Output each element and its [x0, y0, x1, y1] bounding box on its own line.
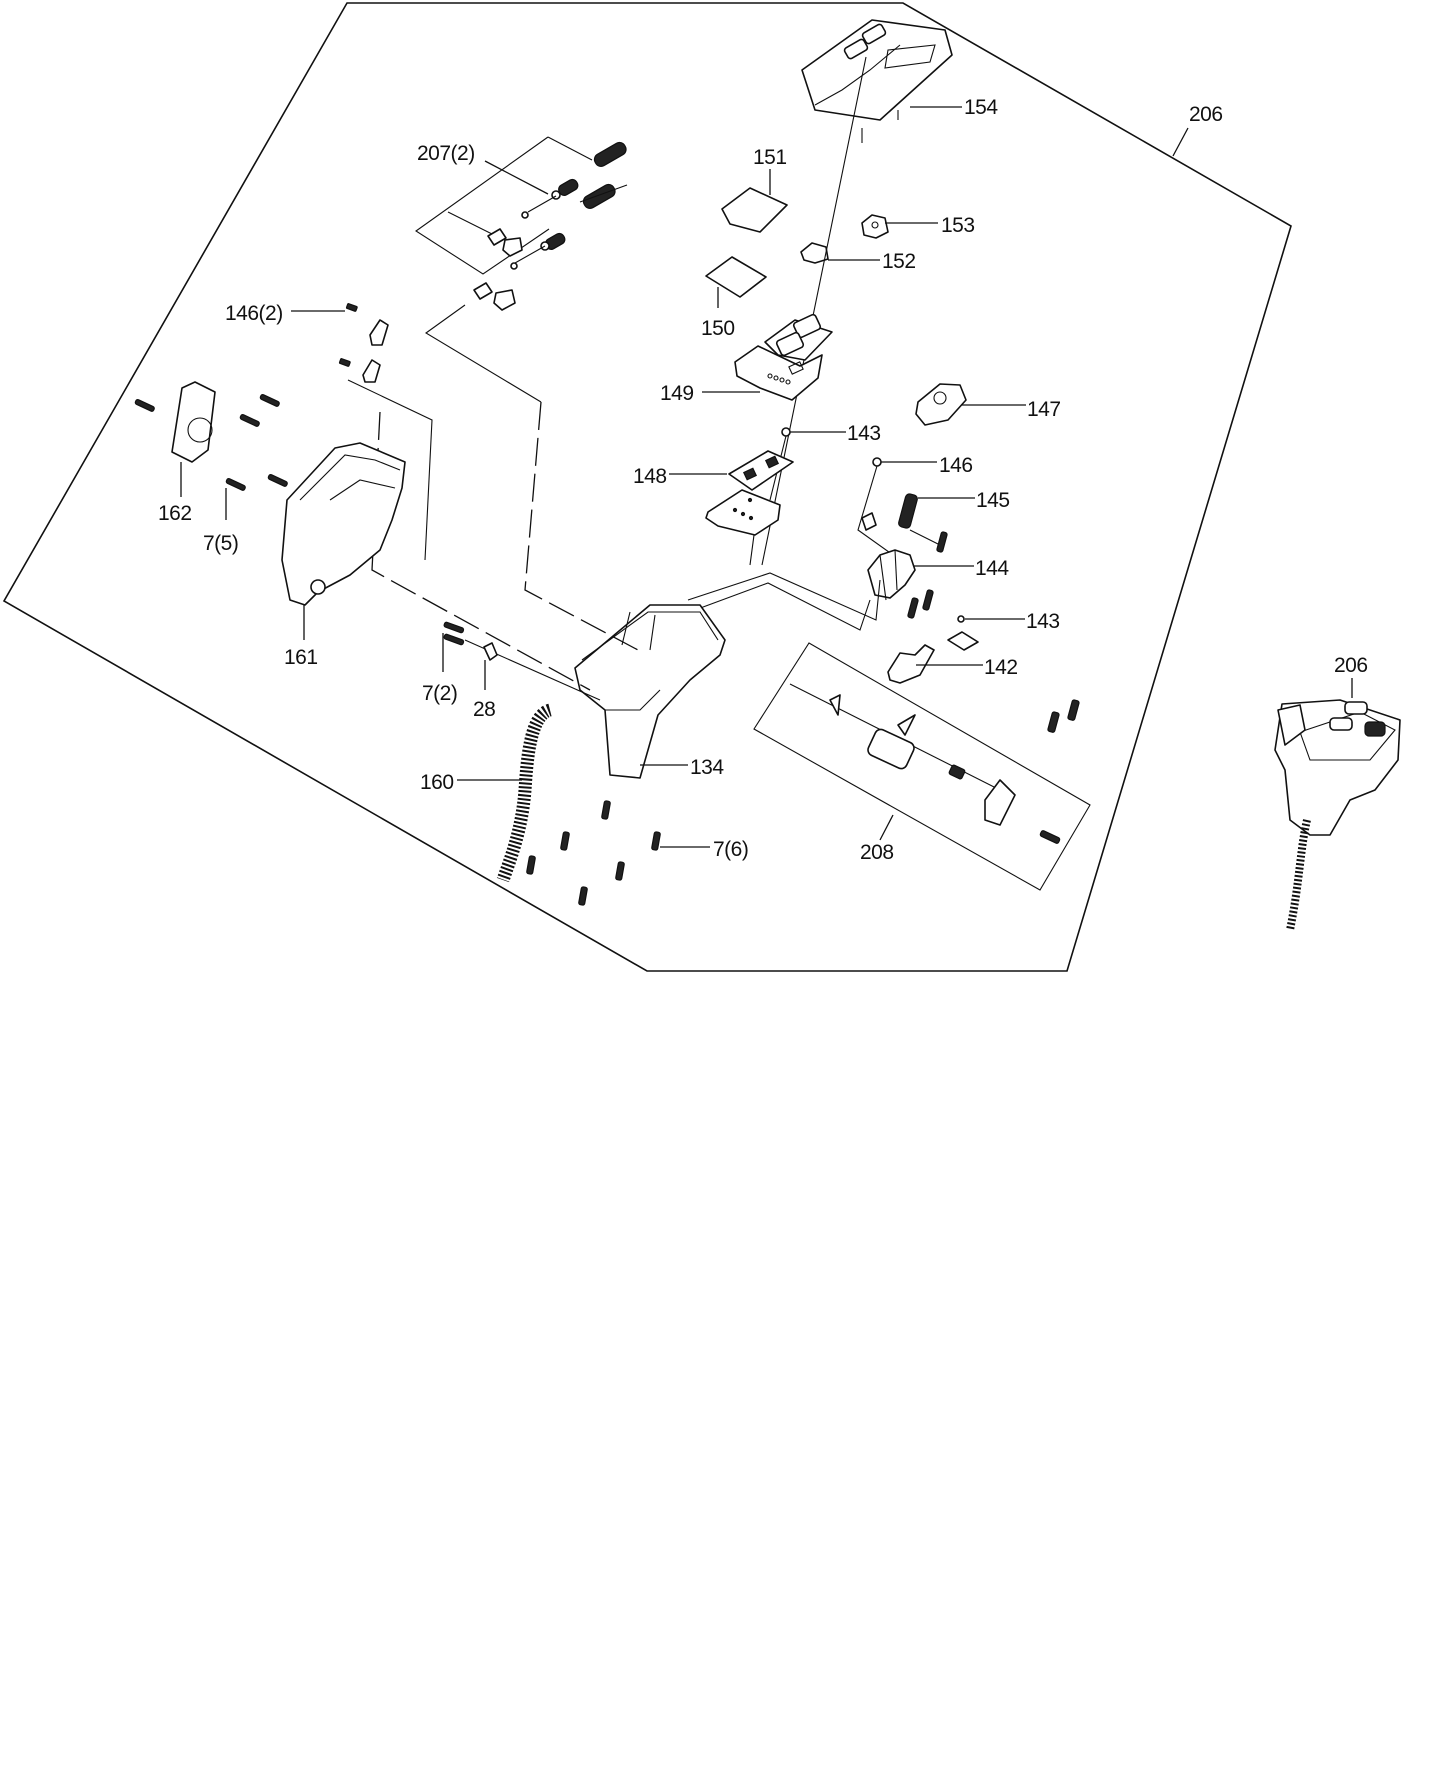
- label-143-top: 143: [847, 422, 881, 445]
- label-207: 207(2): [417, 142, 475, 165]
- label-7-2: 7(2): [422, 682, 457, 705]
- part-134-housing-base: [574, 604, 726, 779]
- assembly-206-frame: [2, 2, 1292, 972]
- label-143-low: 143: [1026, 610, 1060, 633]
- part-153-button: [861, 214, 889, 239]
- label-162: 162: [158, 502, 192, 525]
- label-153: 153: [941, 214, 975, 237]
- part-206-assembled-control: [1274, 699, 1401, 836]
- label-7-5: 7(5): [203, 532, 238, 555]
- part-151-label-sheet: [721, 187, 788, 233]
- label-150: 150: [701, 317, 735, 340]
- label-144: 144: [975, 557, 1009, 580]
- label-160: 160: [420, 771, 454, 794]
- part-161-handle-side-cover: [281, 442, 406, 606]
- part-7-2-screws: [443, 621, 601, 701]
- label-206-assembled: 206: [1334, 654, 1368, 677]
- label-161: 161: [284, 646, 318, 669]
- label-151: 151: [753, 146, 787, 169]
- label-152: 152: [882, 250, 916, 273]
- leader-206-frame: [1172, 127, 1189, 157]
- part-144-lever-holder: [867, 549, 934, 619]
- part-142-bracket: [887, 644, 935, 684]
- part-150-label-sheet: [705, 256, 767, 298]
- part-7-6-screws: [526, 800, 661, 906]
- part-147-button-cap: [915, 383, 967, 426]
- leader-208: [879, 814, 894, 841]
- label-154: 154: [964, 96, 998, 119]
- cable-corrugated-tube: [1286, 819, 1311, 931]
- leader-207: [484, 160, 549, 195]
- part-143-screw-low: [957, 615, 965, 623]
- part-208-shaft-assembly: [753, 642, 1091, 891]
- part-148-circuit-board: [705, 450, 794, 566]
- label-142: 142: [984, 656, 1018, 679]
- route-line-146: [347, 379, 433, 561]
- label-134: 134: [690, 756, 724, 779]
- screw-icon: [1067, 699, 1080, 721]
- part-145-spring: [898, 493, 948, 553]
- screw-icon: [1047, 711, 1060, 733]
- label-147: 147: [1027, 398, 1061, 421]
- part-7-5-screws: [134, 394, 288, 491]
- label-206-frame: 206: [1189, 103, 1223, 126]
- dashed-route-1: [524, 401, 639, 651]
- label-145: 145: [976, 489, 1010, 512]
- part-207-spring-set: [415, 136, 628, 403]
- part-146-screw: [857, 457, 901, 561]
- label-7-6: 7(6): [713, 838, 748, 861]
- label-146-2: 146(2): [225, 302, 283, 325]
- part-160-corrugated-tube: [496, 703, 553, 883]
- label-28: 28: [473, 698, 495, 721]
- label-148: 148: [633, 465, 667, 488]
- part-pad: [947, 631, 979, 651]
- part-28-clip: [483, 642, 498, 661]
- part-149-switch-panel: [734, 313, 833, 401]
- assembly-axis-line: [761, 56, 867, 566]
- part-154-top-cover: [801, 19, 953, 143]
- label-208: 208: [860, 841, 894, 864]
- part-162-clamp: [171, 381, 216, 463]
- dashed-route-2: [371, 411, 591, 691]
- routing-line: [694, 582, 871, 631]
- label-149: 149: [660, 382, 694, 405]
- part-146-2-screws: [338, 303, 389, 383]
- part-152-button: [800, 242, 829, 264]
- label-146: 146: [939, 454, 973, 477]
